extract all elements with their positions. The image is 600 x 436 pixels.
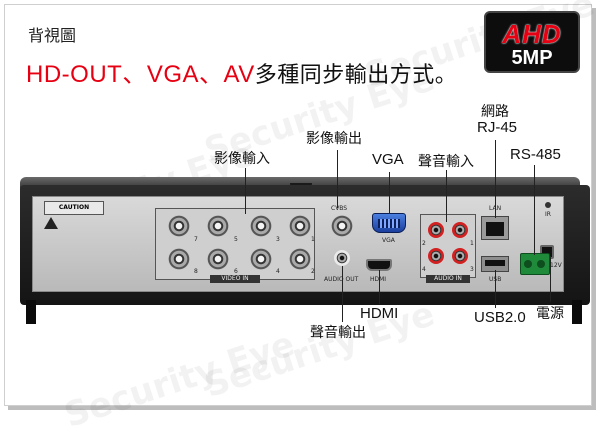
headline-black: 多種同步輸出方式。 (254, 63, 458, 88)
bnc-connector (207, 215, 229, 237)
caution-label: CAUTION (44, 201, 104, 215)
bnc-number: 8 (194, 268, 198, 275)
callout-video-in: 影像輸入 (214, 151, 270, 167)
leader-line (534, 165, 535, 255)
callout-rs485: RS-485 (510, 146, 561, 163)
cvbs-label: CVBS (331, 205, 348, 212)
callout-vga: VGA (372, 151, 404, 168)
leader-line (495, 270, 496, 308)
bnc-connector (207, 248, 229, 270)
callout-hdmi: HDMI (360, 305, 399, 322)
audio-in-rca (452, 222, 468, 238)
audio-number: 1 (470, 240, 474, 247)
dvr-foot-left (26, 300, 36, 324)
vga-pins (378, 219, 400, 228)
bnc-connector (289, 248, 311, 270)
callout-audio-out: 聲音輸出 (310, 325, 366, 341)
bnc-connector (250, 248, 272, 270)
bnc-number: 5 (234, 236, 238, 243)
usb-socket (485, 260, 505, 266)
rj45-socket (486, 222, 504, 236)
view-caption: 背視圖 (28, 26, 77, 45)
callout-power: 電源 (536, 306, 564, 322)
audio-in-block (420, 214, 476, 278)
callout-rj45: RJ-45 (477, 119, 518, 136)
leader-line (245, 168, 246, 214)
bnc-number: 7 (194, 236, 198, 243)
cvbs-bnc-connector (331, 215, 353, 237)
logo-5mp-text: 5MP (511, 47, 553, 69)
vga-panel-label: VGA (382, 237, 395, 244)
bnc-number: 1 (311, 236, 315, 243)
audio-number: 4 (422, 266, 426, 273)
leader-line (379, 270, 380, 304)
callout-network: 網路 (481, 104, 509, 120)
bnc-connector (168, 215, 190, 237)
dvr-foot-right (572, 300, 582, 324)
bnc-number: 6 (234, 268, 238, 275)
headline: HD-OUT、VGA、AV多種同步輸出方式。 (26, 54, 457, 89)
leader-line (446, 170, 447, 222)
ahd-5mp-logo: AHD 5MP (484, 11, 580, 73)
callout-usb: USB2.0 (474, 309, 526, 326)
leader-line (337, 150, 338, 208)
audio-number: 3 (470, 266, 474, 273)
audio-in-rca (452, 248, 468, 264)
leader-line (550, 256, 551, 302)
terminal-screw (537, 260, 545, 268)
leader-line (342, 266, 343, 322)
bnc-number: 4 (276, 268, 280, 275)
bnc-connector (168, 248, 190, 270)
bnc-connector (289, 215, 311, 237)
audio-in-label: AUDIO IN (426, 275, 470, 283)
ir-panel-label: IR (545, 211, 551, 218)
leader-line (389, 172, 390, 214)
audio-in-rca (428, 248, 444, 264)
logo-ahd-text: AHD (502, 19, 562, 49)
warning-icon (44, 217, 58, 229)
callout-audio-in: 聲音輸入 (418, 154, 474, 170)
leader-line (495, 140, 496, 218)
bnc-connector (250, 215, 272, 237)
headline-red: HD-OUT、VGA、AV (26, 61, 255, 88)
bnc-number: 2 (311, 268, 315, 275)
video-in-label: VIDEO IN (210, 275, 260, 283)
audio-out-label: AUDIO OUT (324, 276, 359, 283)
terminal-screw (524, 260, 532, 268)
dc-panel-label: 12V (550, 262, 562, 269)
audio-number: 2 (422, 240, 426, 247)
audio-in-rca (428, 222, 444, 238)
rs485-terminal (520, 253, 550, 275)
audio-out-rca (334, 250, 350, 266)
hdmi-panel-label: HDMI (370, 276, 386, 283)
ir-sensor (545, 202, 551, 208)
bnc-number: 3 (276, 236, 280, 243)
callout-video-out: 影像輸出 (306, 131, 362, 147)
